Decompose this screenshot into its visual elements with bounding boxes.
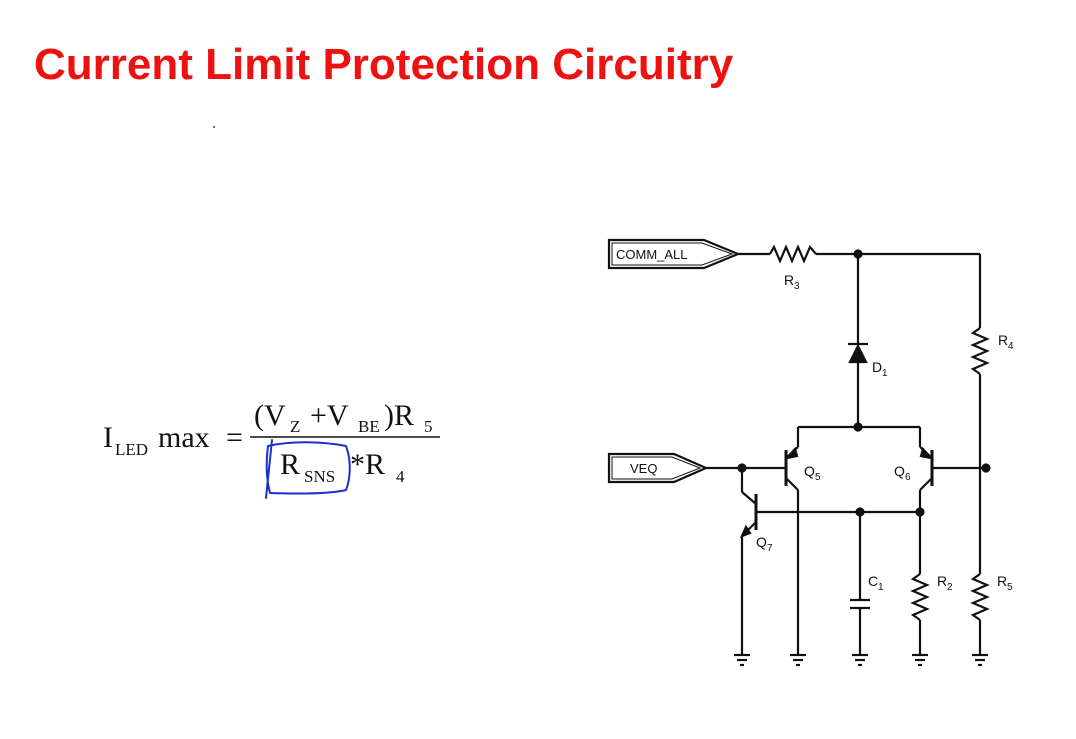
resistor-r5 xyxy=(970,573,990,621)
port-veq xyxy=(607,452,709,484)
ground-symbol xyxy=(734,653,750,667)
label-r4: R xyxy=(998,332,1008,348)
circuit-labels: COMM_ALL VEQ R 3 R 4 D 1 Q 5 Q 6 Q 7 C 1… xyxy=(616,247,1014,593)
stray-dot xyxy=(213,126,215,128)
slide-title: Current Limit Protection Circuitry xyxy=(34,40,734,89)
ground-symbol xyxy=(790,653,806,667)
label-c1-sub: 1 xyxy=(878,582,884,593)
label-r2-sub: 2 xyxy=(947,582,953,593)
ground-symbol xyxy=(972,653,988,667)
label-d1: D xyxy=(872,359,882,375)
label-r3-sub: 3 xyxy=(794,281,800,292)
resistor-r2 xyxy=(910,573,930,621)
label-r5: R xyxy=(997,573,1007,589)
formula-num-plus: +V xyxy=(310,399,349,432)
port-comm-all xyxy=(607,238,741,270)
label-q6: Q xyxy=(894,463,905,479)
formula-vz-sub: Z xyxy=(290,417,300,436)
label-c1: C xyxy=(868,573,878,589)
formula-r4-sub: 4 xyxy=(396,467,405,486)
formula-vbe-sub: BE xyxy=(358,417,380,436)
label-q7: Q xyxy=(756,534,767,550)
formula-i: I xyxy=(103,421,113,454)
current-limit-formula: I LED max = (V Z +V BE )R 5 R SNS *R 4 xyxy=(103,399,440,499)
label-r4-sub: 4 xyxy=(1008,341,1014,352)
diode-d1 xyxy=(848,343,868,364)
formula-num-open: (V xyxy=(254,399,286,432)
ground-symbol xyxy=(912,653,928,667)
port-veq-label: VEQ xyxy=(630,461,657,476)
port-comm-all-label: COMM_ALL xyxy=(616,247,688,262)
junction-dot xyxy=(915,507,925,517)
formula-equals: = xyxy=(226,421,243,454)
label-r3: R xyxy=(784,272,794,288)
formula-den-r: R xyxy=(280,448,300,481)
label-q7-sub: 7 xyxy=(767,543,773,554)
resistor-r4 xyxy=(970,327,990,375)
formula-r5-sub: 5 xyxy=(424,417,433,436)
formula-max: max xyxy=(158,421,210,454)
label-r5-sub: 5 xyxy=(1007,582,1013,593)
label-r2: R xyxy=(937,573,947,589)
formula-num-close: )R xyxy=(384,399,414,432)
current-limit-circuit xyxy=(607,238,991,667)
handwritten-circle-annotation xyxy=(265,439,351,499)
ground-symbol xyxy=(852,653,868,667)
formula-sns-sub: SNS xyxy=(304,467,335,486)
label-q6-sub: 6 xyxy=(905,472,911,483)
label-d1-sub: 1 xyxy=(882,368,888,379)
label-q5: Q xyxy=(804,463,815,479)
resistor-r3 xyxy=(769,244,817,264)
label-q5-sub: 5 xyxy=(815,472,821,483)
formula-led-sub: LED xyxy=(115,440,148,459)
formula-den-times: *R xyxy=(350,448,385,481)
